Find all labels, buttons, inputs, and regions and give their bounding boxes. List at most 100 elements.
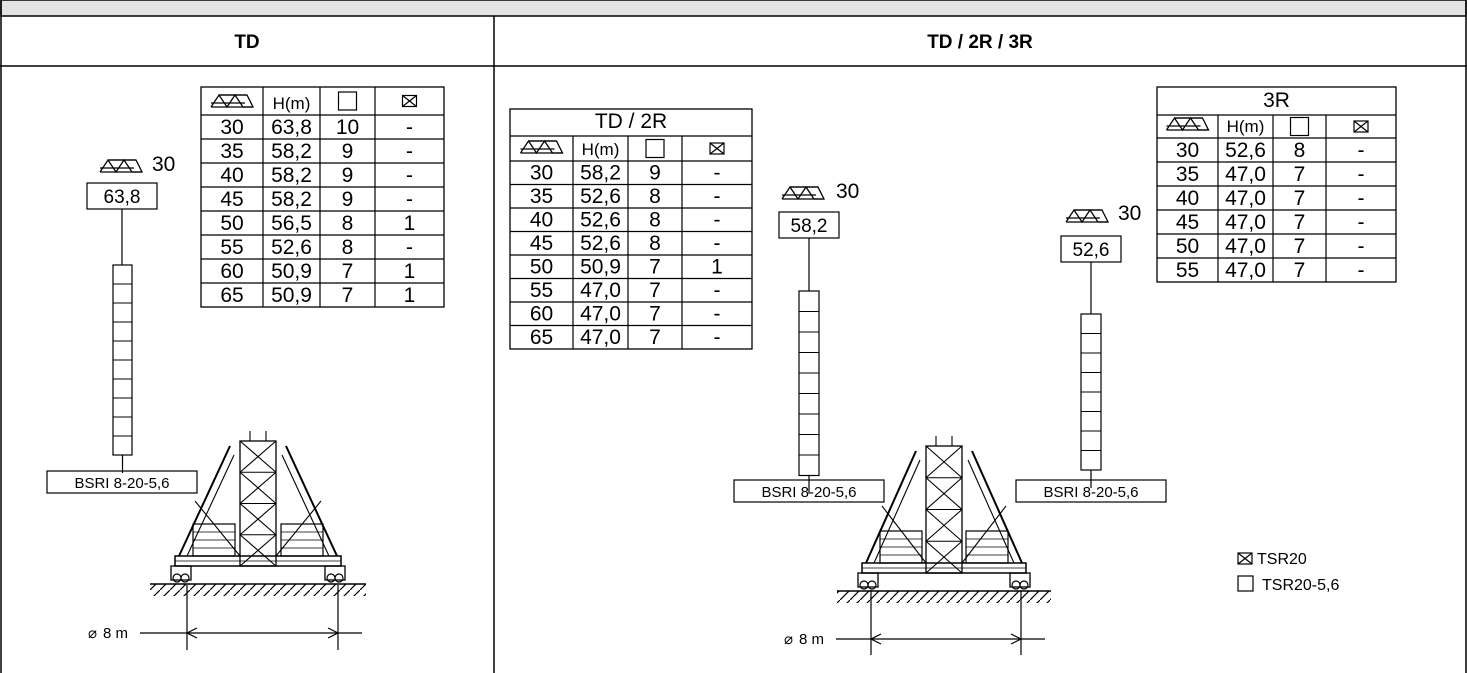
table-cell: 55 <box>530 279 553 302</box>
table-cell: - <box>714 185 721 208</box>
table-cell: 50,9 <box>580 256 621 279</box>
empty-box-icon <box>645 138 665 159</box>
table-cell: 58,2 <box>580 162 621 185</box>
jib-truss-icon <box>99 159 143 173</box>
table-cell: - <box>1358 259 1365 282</box>
table-cell: 9 <box>342 164 354 187</box>
table-cell: 7 <box>1294 235 1306 258</box>
table-cell: 65 <box>530 326 553 349</box>
table-cell: 58,2 <box>271 140 312 163</box>
base-label-td: BSRI 8-20-5,6 <box>74 475 169 492</box>
table-cell: - <box>714 162 721 185</box>
table-cell: 1 <box>711 256 723 279</box>
table-cell: - <box>406 188 413 211</box>
base-label-3r: BSRI 8-20-5,6 <box>1043 484 1138 501</box>
table-cell: 8 <box>1294 139 1306 162</box>
table-cell: 1 <box>404 260 416 283</box>
dimension-right: ⌀ 8 m <box>784 590 1045 655</box>
table-cell: 40 <box>1176 187 1199 210</box>
mast-td2r-jib: 30 <box>836 180 859 203</box>
table-cell: - <box>1358 235 1365 258</box>
table-cell: 8 <box>649 185 661 208</box>
diameter-icon: ⌀ <box>88 625 97 642</box>
crossed-box-icon <box>401 94 418 108</box>
table-cell: 7 <box>1294 187 1306 210</box>
table-cell: 7 <box>1294 163 1306 186</box>
table-cell: 45 <box>220 188 243 211</box>
mast-3r-jib: 30 <box>1118 202 1141 225</box>
table-cell: 47,0 <box>580 303 621 326</box>
table-cell: 8 <box>649 209 661 232</box>
table-cell: 50,9 <box>271 260 312 283</box>
table-cell: - <box>406 164 413 187</box>
table-cell: 8 <box>342 212 354 235</box>
table-cell: - <box>406 236 413 259</box>
jib-truss-icon <box>1065 209 1109 223</box>
table-cell: 8 <box>342 236 354 259</box>
table-cell: 35 <box>220 140 243 163</box>
table-cell: 47,0 <box>1225 211 1266 234</box>
table-cell: - <box>714 232 721 255</box>
table-cell: 65 <box>220 284 243 307</box>
mast-td-jib: 30 <box>152 153 175 176</box>
table-cell: 7 <box>342 260 354 283</box>
table-cell: 7 <box>1294 211 1306 234</box>
table-cell: 52,6 <box>1225 139 1266 162</box>
table-cell: 35 <box>1176 163 1199 186</box>
table-cell: 50 <box>1176 235 1199 258</box>
table-cell: - <box>714 279 721 302</box>
table-cell: 45 <box>1176 211 1199 234</box>
table-cell: 58,2 <box>271 164 312 187</box>
table-cell: - <box>714 303 721 326</box>
header-td-2r-3r: TD / 2R / 3R <box>927 32 1033 53</box>
table-cell: 60 <box>220 260 243 283</box>
table-cell: - <box>1358 139 1365 162</box>
column-header-h: H(m) <box>1227 117 1265 136</box>
mast-td-2r: 30 58,2 BSRI 8-20-5,6 <box>733 180 885 503</box>
table-cell: 52,6 <box>580 185 621 208</box>
table-cell: 50 <box>530 256 553 279</box>
table-cell: 50,9 <box>271 284 312 307</box>
base-label-td2r: BSRI 8-20-5,6 <box>761 484 856 501</box>
table-cell: 55 <box>1176 259 1199 282</box>
table-cell: 7 <box>342 284 354 307</box>
table-cell: 52,6 <box>580 209 621 232</box>
diameter-icon: ⌀ <box>784 631 793 648</box>
empty-box-icon <box>337 91 358 111</box>
table-cell: 35 <box>530 185 553 208</box>
table-cell: 9 <box>342 188 354 211</box>
table-cell: 45 <box>530 232 553 255</box>
table-cell: 7 <box>1294 259 1306 282</box>
table-cell: 30 <box>220 116 243 139</box>
table-cell: 52,6 <box>271 236 312 259</box>
table-cell: 47,0 <box>1225 163 1266 186</box>
table-cell: 7 <box>649 326 661 349</box>
table-cell: 10 <box>336 116 359 139</box>
table-cell: 47,0 <box>580 326 621 349</box>
table-cell: 63,8 <box>271 116 312 139</box>
table-cell: 60 <box>530 303 553 326</box>
table-cell: 30 <box>1176 139 1199 162</box>
table-cell: 7 <box>649 256 661 279</box>
empty-box-icon <box>1237 575 1254 592</box>
table-cell: 52,6 <box>580 232 621 255</box>
jib-truss-icon <box>210 94 254 108</box>
mast-td: 30 63,8 BSRI 8-20-5,6 <box>46 153 198 494</box>
table-cell: 40 <box>220 164 243 187</box>
table-cell: - <box>714 326 721 349</box>
table-cell: - <box>714 209 721 232</box>
table-cell: - <box>406 140 413 163</box>
table-cell: 47,0 <box>1225 235 1266 258</box>
table-cell: 50 <box>220 212 243 235</box>
column-header-h: H(m) <box>273 94 311 113</box>
column-header-h: H(m) <box>582 140 620 159</box>
table-cell: 47,0 <box>1225 187 1266 210</box>
dimension-right-label: 8 m <box>799 631 824 648</box>
table-cell: 7 <box>649 279 661 302</box>
crossed-box-icon <box>1353 120 1369 133</box>
legend: TSR20 TSR20-5,6 <box>1237 551 1339 594</box>
